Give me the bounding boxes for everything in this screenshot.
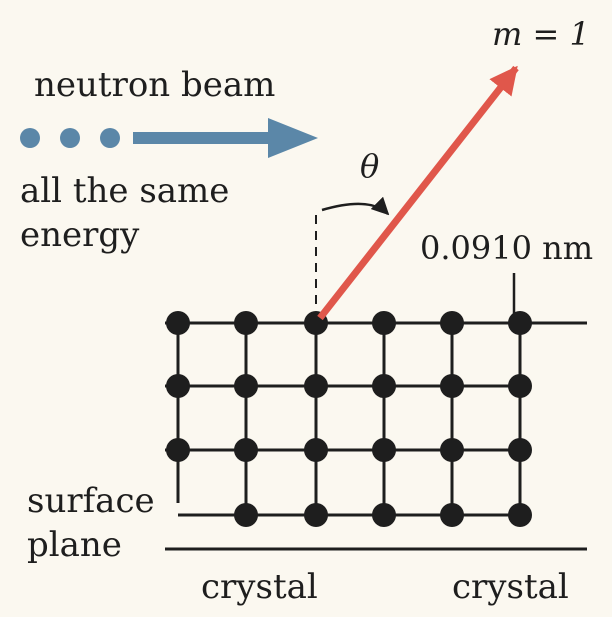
diffracted-ray xyxy=(317,65,519,321)
beam-note-line1: all the same xyxy=(20,171,230,211)
lattice-atom xyxy=(372,311,396,335)
theta-label: θ xyxy=(360,147,380,185)
lattice-lines xyxy=(165,321,587,517)
lattice-atom xyxy=(304,438,328,462)
lattice-atom xyxy=(166,438,190,462)
crystal-label-left: crystal xyxy=(201,567,318,607)
lattice-atom xyxy=(234,438,258,462)
lattice-atom xyxy=(372,503,396,527)
lattice-atom xyxy=(234,503,258,527)
lattice-atoms xyxy=(166,311,532,527)
surface-label-line1: surface xyxy=(27,481,155,521)
order-label: m = 1 xyxy=(492,18,590,50)
lattice-atom xyxy=(508,503,532,527)
neutron-particles xyxy=(20,128,120,148)
beam-title: neutron beam xyxy=(34,65,276,105)
neutron-2 xyxy=(60,128,80,148)
theta-arc xyxy=(321,196,390,216)
lattice-atom xyxy=(508,311,532,335)
lattice-atom xyxy=(166,374,190,398)
lattice-atom xyxy=(234,311,258,335)
lattice-atom xyxy=(440,311,464,335)
lattice-atom xyxy=(508,438,532,462)
lattice-atom xyxy=(166,311,190,335)
lattice-atom xyxy=(440,503,464,527)
neutron-1 xyxy=(20,128,40,148)
lattice-atom xyxy=(440,374,464,398)
lattice-atom xyxy=(372,438,396,462)
neutron-3 xyxy=(100,128,120,148)
lattice-atom xyxy=(304,503,328,527)
lattice-atom xyxy=(440,438,464,462)
lattice-atom xyxy=(508,374,532,398)
lattice-atom xyxy=(234,374,258,398)
beam-note-line2: energy xyxy=(20,215,140,255)
lattice-atom xyxy=(304,374,328,398)
spacing-label: 0.0910 nm xyxy=(420,229,594,267)
order-text: m = 1 xyxy=(492,15,590,53)
surface-label-line2: plane xyxy=(27,525,122,565)
beam-arrow xyxy=(133,118,318,158)
crystal-label-right: crystal xyxy=(452,567,569,607)
lattice-atom xyxy=(372,374,396,398)
